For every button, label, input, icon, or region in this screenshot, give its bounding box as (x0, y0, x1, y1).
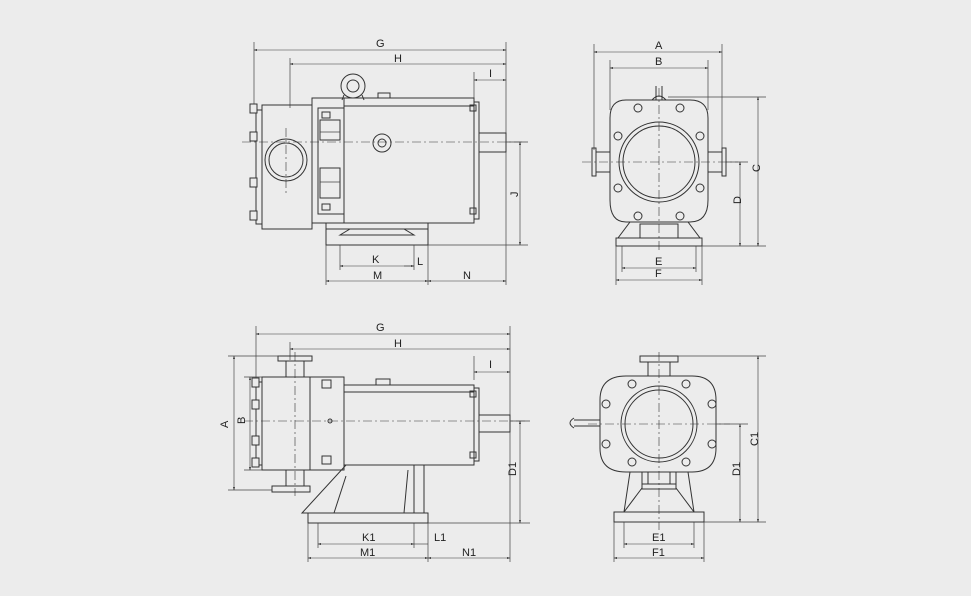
dim-label-d1-front: D1 (731, 462, 743, 476)
dim-label-l: L (417, 256, 423, 268)
bottom-side-view: G H I (219, 322, 530, 562)
bottom-front-view: C1 D1 E1 F1 (569, 352, 766, 562)
dim-label-i: I (489, 68, 492, 80)
dim-label-b2: B (236, 417, 248, 424)
dim-label-g: G (376, 38, 385, 50)
top-side-view: G H I (242, 38, 528, 285)
dim-label-d: D (732, 196, 744, 204)
dim-label-a2: A (219, 420, 231, 428)
dim-label-c1: C1 (749, 432, 761, 446)
dim-label-n1: N1 (462, 547, 476, 559)
dim-label-k: K (372, 254, 380, 266)
dim-label-j: J (509, 192, 521, 198)
dim-label-a: A (655, 40, 663, 52)
dim-label-m: M (373, 270, 382, 282)
dim-label-b: B (655, 56, 662, 68)
dim-label-d1-side: D1 (507, 462, 519, 476)
dim-label-e1: E1 (652, 532, 665, 544)
dim-label-e: E (655, 256, 662, 268)
dim-label-i2: I (489, 359, 492, 371)
dim-label-k1: K1 (362, 532, 375, 544)
dim-label-f: F (655, 268, 662, 280)
dim-label-m1: M1 (360, 547, 375, 559)
top-front-view: A B C (582, 40, 766, 285)
dim-label-h2: H (394, 338, 402, 350)
dim-label-h: H (394, 53, 402, 65)
dim-label-g2: G (376, 322, 385, 334)
dim-label-n: N (463, 270, 471, 282)
dim-label-l1: L1 (434, 532, 446, 544)
dim-label-c: C (751, 164, 763, 172)
dim-label-f1: F1 (652, 547, 665, 559)
